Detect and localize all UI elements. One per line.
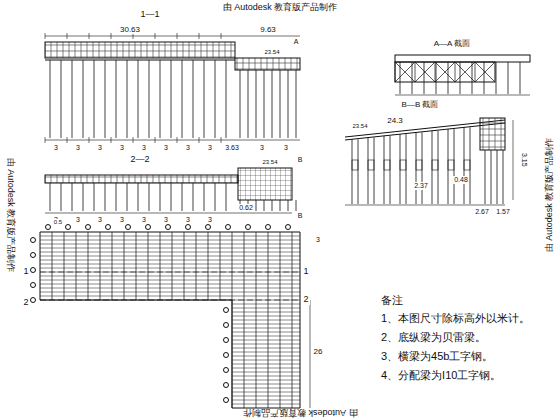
watermark: 由 Autodesk 教育版产品制作 [222,3,339,13]
dimension-label: 3 [119,144,125,152]
note-text: 1、本图尺寸除标高外以米计。 [380,312,531,324]
section-mark: 2 [302,295,309,305]
dimension-label: 3 [141,144,147,152]
section-2-2 [45,168,296,213]
section-title: A—A 截面 [433,40,471,49]
watermark: 由 Autodesk 教育版产品制作 [242,407,359,417]
section-mark: B [297,156,304,164]
note-text: 备注 [380,294,404,306]
dimension-label: 3 [75,216,81,224]
section-b-b [345,118,513,205]
plan-view [31,225,311,409]
dimension-label: 3 [207,144,213,152]
dimension-label: 24.3 [386,117,404,126]
dimension-label: 0.62 [238,204,254,212]
section-mark: B [297,212,304,220]
section-mark: A [293,38,300,46]
dimension-label: 3 [119,216,125,224]
dimension-label: 3 [141,216,147,224]
section-title: B—B 截面 [401,101,440,110]
dimension-label: 3 [75,144,81,152]
watermark: 由 Autodesk 教育版产品制作 [545,137,555,254]
section-title: 1—1 [139,10,160,20]
dimension-label: 3.63 [224,144,240,152]
dimension-label: 3 [53,144,59,152]
section-mark: 1 [22,267,29,277]
section-mark: 1 [302,267,309,277]
watermark: 由 Autodesk 教育版产品制作 [5,157,15,274]
dimension-label: 23.54 [261,159,278,166]
note-text: 3、横梁为45b工字钢。 [380,350,494,362]
dimension-label: 3 [315,236,321,244]
dimension-label: 26 [313,348,324,357]
dimension-label: 3 [207,216,213,224]
dimension-label: 3.15 [520,152,528,168]
note-text: 4、分配梁为I10工字钢。 [380,369,502,381]
section-1-1 [45,33,300,143]
dimension-label: 0.5 [53,219,63,226]
dimension-label: 3 [185,216,191,224]
dimension-label: 3 [185,144,191,152]
note-text: 2、底纵梁为贝雷梁。 [380,331,487,343]
dimension-label: 3 [283,144,289,152]
dimension-label: 2.37 [413,182,429,190]
section-mark: 2 [22,298,29,308]
section-title: 2—2 [129,155,150,165]
dimension-label: 30.63 [119,26,141,35]
dimension-label: 1.57 [495,208,511,216]
section-a-a [395,55,530,95]
dimension-label: 9.63 [259,26,277,35]
dimension-label: 3 [259,144,265,152]
dimension-label: 2.67 [474,208,490,216]
dimension-label: 23.54 [263,49,280,56]
dimension-label: 3 [163,144,169,152]
dimension-label: 3 [97,216,103,224]
dimension-label: 3 [97,144,103,152]
dimension-label: 0.48 [453,176,469,184]
dimension-label: 23.54 [351,123,368,130]
dimension-label: 3 [163,216,169,224]
